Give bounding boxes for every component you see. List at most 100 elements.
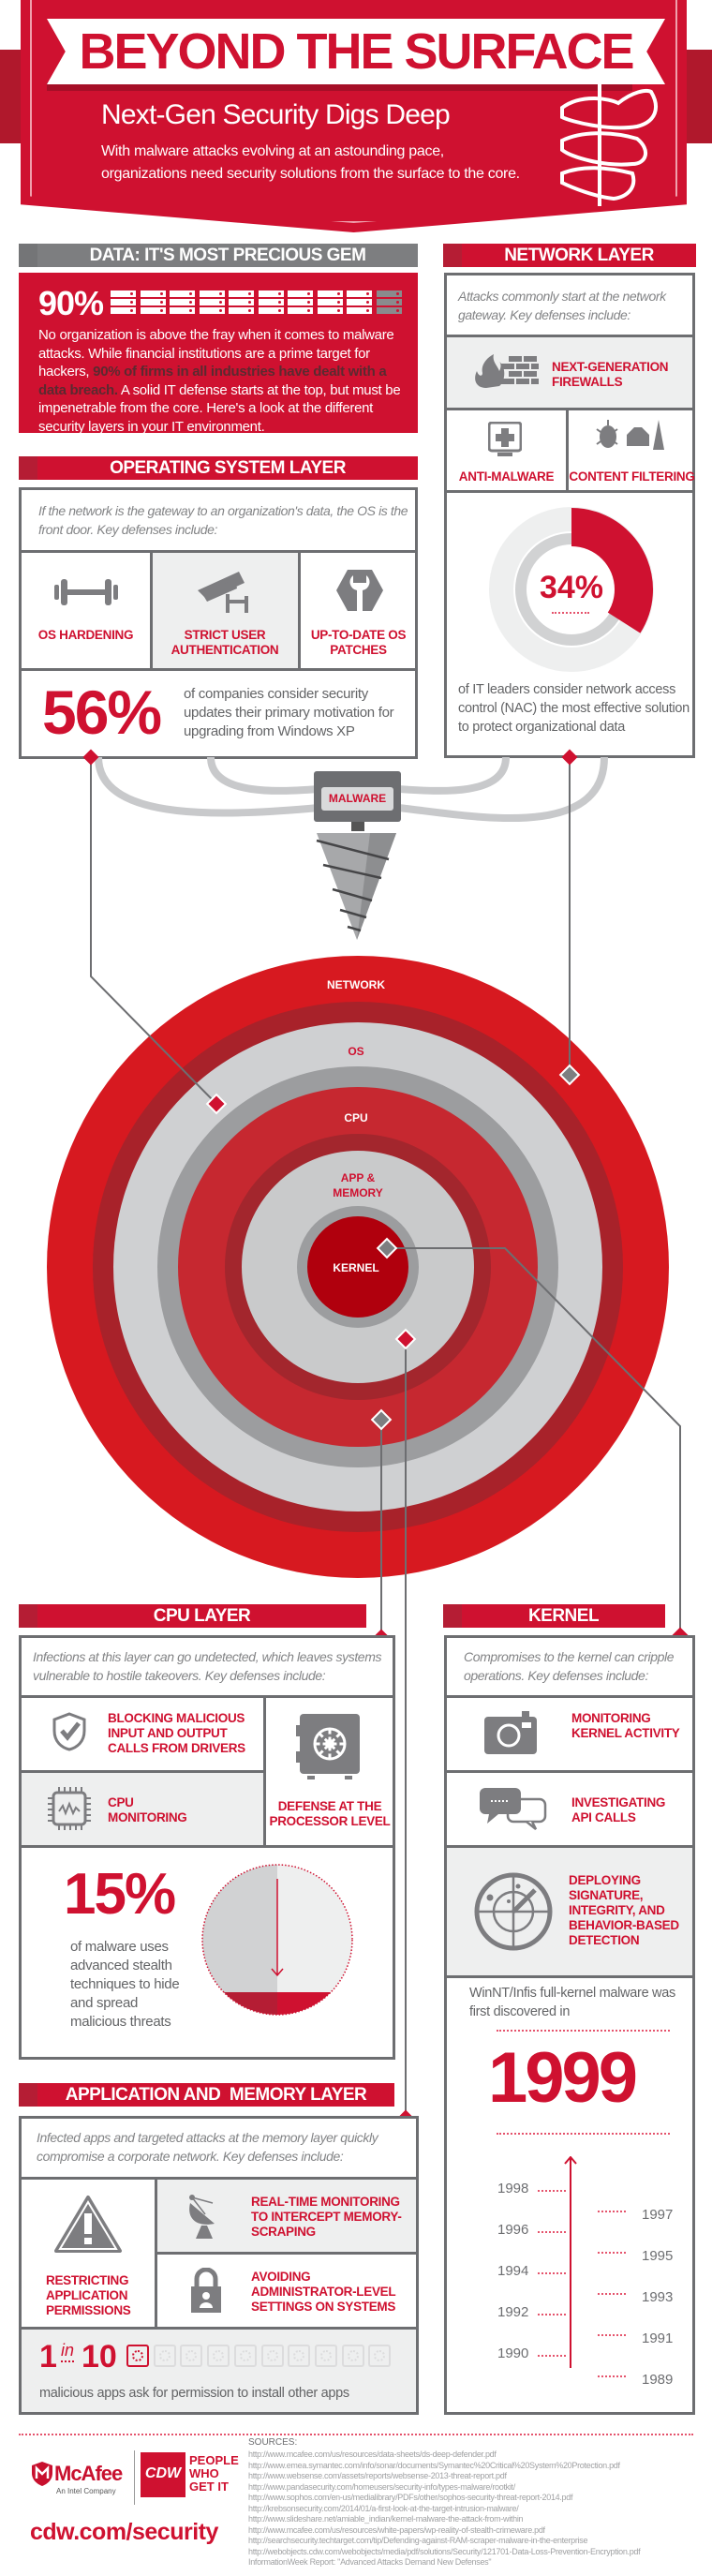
source-link[interactable]: http://searchsecurity.techtarget.com/tip… [248,2536,588,2545]
data-section-text: No organization is above the fray when i… [38,326,408,437]
app-icon-row [126,2345,408,2369]
cpu-stat-cell: 15% of malware uses advanced stealth tec… [22,1845,393,2057]
app-icon [153,2345,176,2367]
timeline-tick [598,2293,626,2295]
source-link[interactable]: http://www.pandasecurity.com/homeusers/s… [248,2481,515,2492]
app-icon [233,2345,257,2367]
app-icon [314,2345,337,2367]
defense-label: CPU MONITORING [108,1795,187,1824]
arrow-up-icon [564,2156,577,2165]
footer-divider [19,2434,693,2435]
defense-restrict-permissions: RESTRICTING APPLICATION PERMISSIONS [22,2177,155,2327]
kernel-stat-cell: WinNT/Infis full-kernel malware was firs… [447,1975,692,2412]
ring-label-kernel: KERNEL [333,1261,379,1274]
security-camera-icon [198,572,248,613]
app-stat-numerator: 1 [39,2339,57,2375]
timeline-tick [538,2314,566,2315]
timeline-year: 1993 [642,2289,674,2305]
app-icon [260,2345,284,2367]
page-subtitle: Next-Gen Security Digs Deep [101,99,451,130]
wrench-hexagon-icon [336,570,383,611]
cpu-intro: Infections at this layer can go undetect… [33,1649,382,1683]
header-intro: With malware attacks evolving at an asto… [101,143,520,182]
stealth-malware-gauge [201,1864,353,2016]
defense-label: MONITORING KERNEL ACTIVITY [571,1711,680,1740]
defense-label: STRICT USER AUTHENTICATION [171,628,279,657]
timeline-tick [598,2375,626,2377]
defense-cpu-monitoring: CPU MONITORING [22,1770,263,1845]
app-icon [180,2345,203,2367]
app-layer-box: Infected apps and targeted attacks at th… [19,2116,419,2415]
page-title: BEYOND THE SURFACE [79,23,634,80]
malicious-app-icon [126,2345,149,2367]
source-link[interactable]: http://www.slideshare.net/amiable_indian… [248,2514,524,2524]
ring-label-network: NETWORK [327,978,385,991]
source-link[interactable]: http://www.emea.symantec.com/info/sonar/… [248,2460,620,2470]
os-stat-cell: 56% of companies consider security updat… [22,668,415,756]
padlock-icon [191,2268,221,2313]
defense-label: AVOIDING ADMINISTRATOR-LEVEL SETTINGS ON… [251,2270,396,2314]
os-stat-text: of companies consider security updates t… [184,686,394,739]
source-link[interactable]: http://www.mcafee.com/us/resources/white… [248,2524,545,2535]
ribbon-shadow [47,82,632,91]
source-link[interactable]: http://www.mcafee.com/us/resources/data-… [248,2449,497,2459]
kernel-layer-box: Compromises to the kernel can cripple op… [444,1635,695,2415]
server-icon [376,290,402,315]
camera-icon [484,1711,537,1754]
network-stat-text: of IT leaders consider network access co… [458,682,690,735]
header-banner: BEYOND THE SURFACE Next-Gen Security Dig… [0,0,712,234]
timeline-tick [538,2231,566,2233]
cpu-stat: 15% [64,1862,176,1927]
stat-underline [552,612,589,614]
app-icon [207,2345,230,2367]
shield-check-icon [52,1712,86,1751]
os-intro: If the network is the gateway to an orga… [38,503,408,537]
source-link[interactable]: http://webobjects.cdw.com/webobjects/med… [248,2546,641,2556]
warning-icon [54,2196,122,2253]
defense-label: RESTRICTING APPLICATION PERMISSIONS [46,2273,131,2317]
nac-donut-chart [489,507,654,672]
source-link[interactable]: http://krebsonsecurity.com/2014/01/a-fir… [248,2503,519,2513]
divider-dotted [497,2133,670,2135]
network-intro: Attacks commonly start at the network ga… [458,289,666,322]
timeline-tick [598,2211,626,2212]
data-section-title: DATA: IT'S MOST PRECIOUS GEM [19,244,418,267]
defense-label: OS HARDENING [37,628,134,642]
title-ribbon [47,19,665,84]
app-intro: Infected apps and targeted attacks at th… [37,2130,378,2164]
defense-firewalls: NEXT-GENERATION FIREWALLS [447,335,692,408]
defense-label: NEXT-GENERATION FIREWALLS [552,360,669,389]
firewall-icon [475,354,539,388]
defense-user-auth: STRICT USER AUTHENTICATION [150,550,298,668]
cpu-layer-title: CPU LAYER [19,1604,366,1628]
network-stat: 34% [539,570,604,605]
defense-blocking-io: BLOCKING MALICIOUS INPUT AND OUTPUT CALL… [22,1695,263,1770]
mcafee-wordmark: McAfee [54,2462,123,2485]
source-link[interactable]: InformationWeek Report: "Advanced Attack… [248,2557,492,2567]
app-layer-title: APPLICATION AND MEMORY LAYER [19,2083,394,2107]
server-icon-row [111,290,403,315]
donut-value-arc [490,508,653,671]
network-layer-title: NETWORK LAYER [443,244,696,267]
data-text-after: A solid IT defense starts at the top, bu… [38,381,401,435]
server-icon [229,290,254,315]
satellite-dish-icon [189,2195,215,2239]
source-link[interactable]: http://www.sophos.com/en-us/medialibrary… [248,2493,573,2502]
os-layer-title: OPERATING SYSTEM LAYER [19,456,418,480]
timeline-tick [598,2334,626,2336]
chat-bubbles-icon [480,1788,547,1830]
app-stat-denominator: 10 [82,2339,117,2375]
timeline-tick [538,2355,566,2357]
data-stat: 90% [38,284,104,322]
cdw-security-link[interactable]: cdw.com/security [30,2519,218,2545]
cdw-logo: CDW PEOPLE WHO GET IT [141,2452,239,2499]
defense-label: ANTI-MALWARE [458,469,555,484]
os-layer-box: If the network is the gateway to an orga… [19,487,418,759]
defense-label: DEFENSE AT THE PROCESSOR LEVEL [269,1799,391,1828]
timeline-year: 1989 [642,2372,674,2388]
server-icon [170,290,195,315]
defense-processor-level: DEFENSE AT THE PROCESSOR LEVEL [263,1695,393,1845]
server-icon [317,290,343,315]
source-link[interactable]: http://www.websense.com/assets/reports/w… [248,2471,507,2480]
kernel-stat-text: WinNT/Infis full-kernel malware was firs… [469,1986,675,2019]
